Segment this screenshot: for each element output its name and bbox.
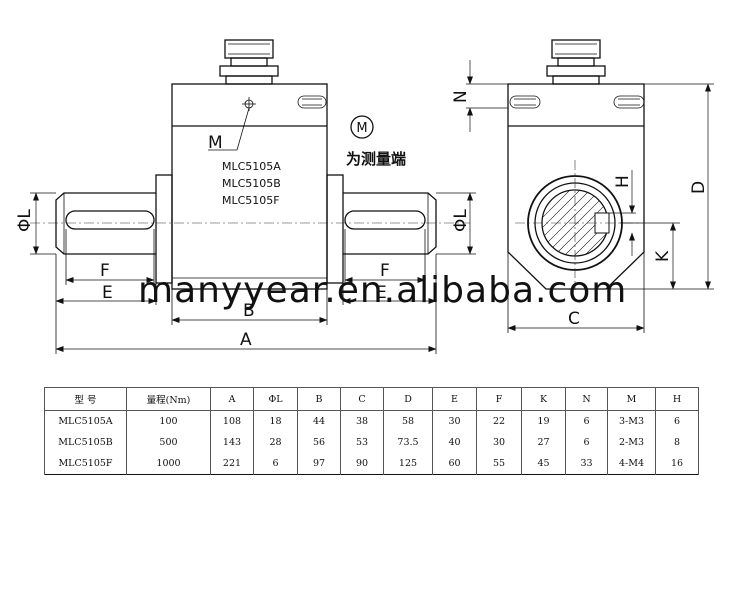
table-header-cell: M: [607, 387, 656, 411]
table-cell: 33: [565, 453, 608, 475]
table-header-cell: A: [210, 387, 254, 411]
table-header-cell: F: [476, 387, 522, 411]
table-cell: 1000: [126, 453, 211, 475]
table-header-cell: 型 号: [44, 387, 127, 411]
left-shaft: [55, 192, 156, 255]
table-header-cell: B: [297, 387, 341, 411]
table-cell: 60: [432, 453, 477, 475]
table-cell: 221: [210, 453, 254, 475]
measure-end-note: 为测量端: [346, 150, 406, 168]
table-header-cell: E: [432, 387, 477, 411]
dim-C: C: [568, 309, 580, 329]
table-cell: 8: [655, 432, 699, 453]
table-cell: 2-M3: [607, 432, 656, 453]
table-header-cell: D: [383, 387, 433, 411]
dim-A: A: [240, 330, 252, 350]
table-cell: 19: [521, 410, 566, 432]
table-cell: 16: [655, 453, 699, 475]
table-cell: 500: [126, 432, 211, 453]
table-cell: 30: [432, 410, 477, 432]
dim-F-left: F: [100, 261, 110, 281]
table-cell: 3-M3: [607, 410, 656, 432]
dim-E-right: E: [376, 283, 387, 303]
right-shaft: [343, 192, 437, 255]
table-cell: 55: [476, 453, 522, 475]
table-cell: 30: [476, 432, 522, 453]
table-cell: 27: [521, 432, 566, 453]
connector: [546, 39, 606, 85]
measure-end-icon: [350, 115, 374, 139]
model-label: MLC5105B: [222, 177, 281, 190]
table-cell: 56: [297, 432, 341, 453]
table-cell: 40: [432, 432, 477, 453]
table-cell: 108: [210, 410, 254, 432]
table-cell: 97: [297, 453, 341, 475]
table-cell: MLC5105F: [44, 453, 127, 475]
table-cell: 38: [340, 410, 384, 432]
table-cell: 28: [253, 432, 298, 453]
dim-N: N: [451, 90, 471, 103]
connector: [219, 39, 279, 85]
table-cell: 4-M4: [607, 453, 656, 475]
table-cell: 143: [210, 432, 254, 453]
table-cell: 125: [383, 453, 433, 475]
measure-end-mark: M: [356, 121, 367, 136]
table-cell: 100: [126, 410, 211, 432]
table-cell: MLC5105A: [44, 410, 127, 432]
table-cell: 53: [340, 432, 384, 453]
table-header-cell: K: [521, 387, 566, 411]
table-cell: MLC5105B: [44, 432, 127, 453]
model-label: MLC5105A: [222, 160, 281, 173]
technical-drawing: M MLC5105A MLC5105B MLC5105F M 为测量端 ΦL Φ…: [15, 39, 714, 354]
model-label: MLC5105F: [222, 194, 280, 207]
dim-E-left: E: [102, 283, 113, 303]
table-header-cell: H: [655, 387, 699, 411]
table-header-cell: 量程(Nm): [126, 387, 211, 411]
dim-D: D: [689, 181, 709, 194]
callout-m-label: M: [208, 133, 223, 153]
table-cell: 6: [565, 432, 608, 453]
dim-phiL-left: ΦL: [15, 209, 35, 232]
watermark: manyyear.en.alibaba.com: [138, 270, 627, 311]
table-cell: 6: [655, 410, 699, 432]
dim-B: B: [243, 301, 255, 321]
dim-K: K: [653, 250, 673, 262]
table-cell: 58: [383, 410, 433, 432]
table-header-cell: ΦL: [253, 387, 298, 411]
table-cell: 6: [253, 453, 298, 475]
table-cell: 18: [253, 410, 298, 432]
front-view: M MLC5105A MLC5105B MLC5105F M 为测量端 ΦL Φ…: [15, 39, 476, 354]
dim-phiL-right: ΦL: [451, 209, 471, 232]
dim-H: H: [613, 175, 633, 188]
side-view: N D H K C: [297, 39, 714, 333]
table-cell: 73.5: [383, 432, 433, 453]
table-cell: 90: [340, 453, 384, 475]
table-cell: 44: [297, 410, 341, 432]
table-cell: 6: [565, 410, 608, 432]
dim-F-right: F: [380, 261, 390, 281]
table-header-cell: C: [340, 387, 384, 411]
table-cell: 22: [476, 410, 522, 432]
table-header-cell: N: [565, 387, 608, 411]
table-cell: 45: [521, 453, 566, 475]
